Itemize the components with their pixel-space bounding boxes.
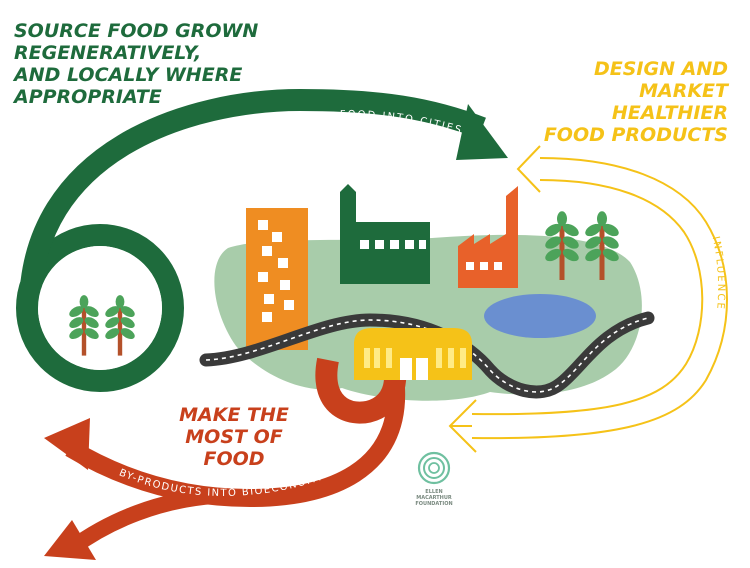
- logo-text-line: FOUNDATION: [415, 501, 452, 507]
- heading-line: APPROPRIATE: [14, 86, 162, 108]
- influence-label: INFLUENCE: [710, 235, 727, 311]
- heading-line: SOURCE FOOD GROWN: [14, 20, 259, 42]
- logo-text-line: ELLEN: [425, 489, 442, 495]
- market-building-icon: [354, 328, 472, 380]
- heading-line: FOOD PRODUCTS: [543, 124, 728, 146]
- source-food-heading: SOURCE FOOD GROWN REGENERATIVELY, AND LO…: [14, 20, 258, 108]
- make-most-heading: MAKE THE MOST OF FOOD: [168, 404, 300, 470]
- heading-line: MOST OF: [185, 426, 283, 448]
- heading-line: REGENERATIVELY,: [14, 42, 202, 64]
- logo-text-line: MACARTHUR: [416, 495, 452, 501]
- heading-line: DESIGN AND: [594, 58, 728, 80]
- design-market-heading: DESIGN AND MARKET HEALTHIER FOOD PRODUCT…: [544, 58, 728, 146]
- heading-line: HEALTHIER: [611, 102, 728, 124]
- farm-circle: [38, 246, 162, 370]
- heading-line: MAKE THE: [179, 404, 289, 426]
- heading-line: MARKET: [639, 80, 728, 102]
- heading-line: AND LOCALLY WHERE: [14, 64, 243, 86]
- factory-icon: [340, 184, 430, 284]
- influence-arrows: [448, 145, 728, 453]
- heading-line: FOOD: [203, 448, 265, 470]
- processing-factory-icon: [458, 186, 518, 288]
- road: [199, 311, 655, 399]
- tower-building-icon: [246, 208, 308, 350]
- lake: [484, 294, 596, 338]
- foundation-logo: ELLEN MACARTHUR FOUNDATION: [415, 451, 453, 507]
- food-into-cities-arrow: [16, 88, 508, 392]
